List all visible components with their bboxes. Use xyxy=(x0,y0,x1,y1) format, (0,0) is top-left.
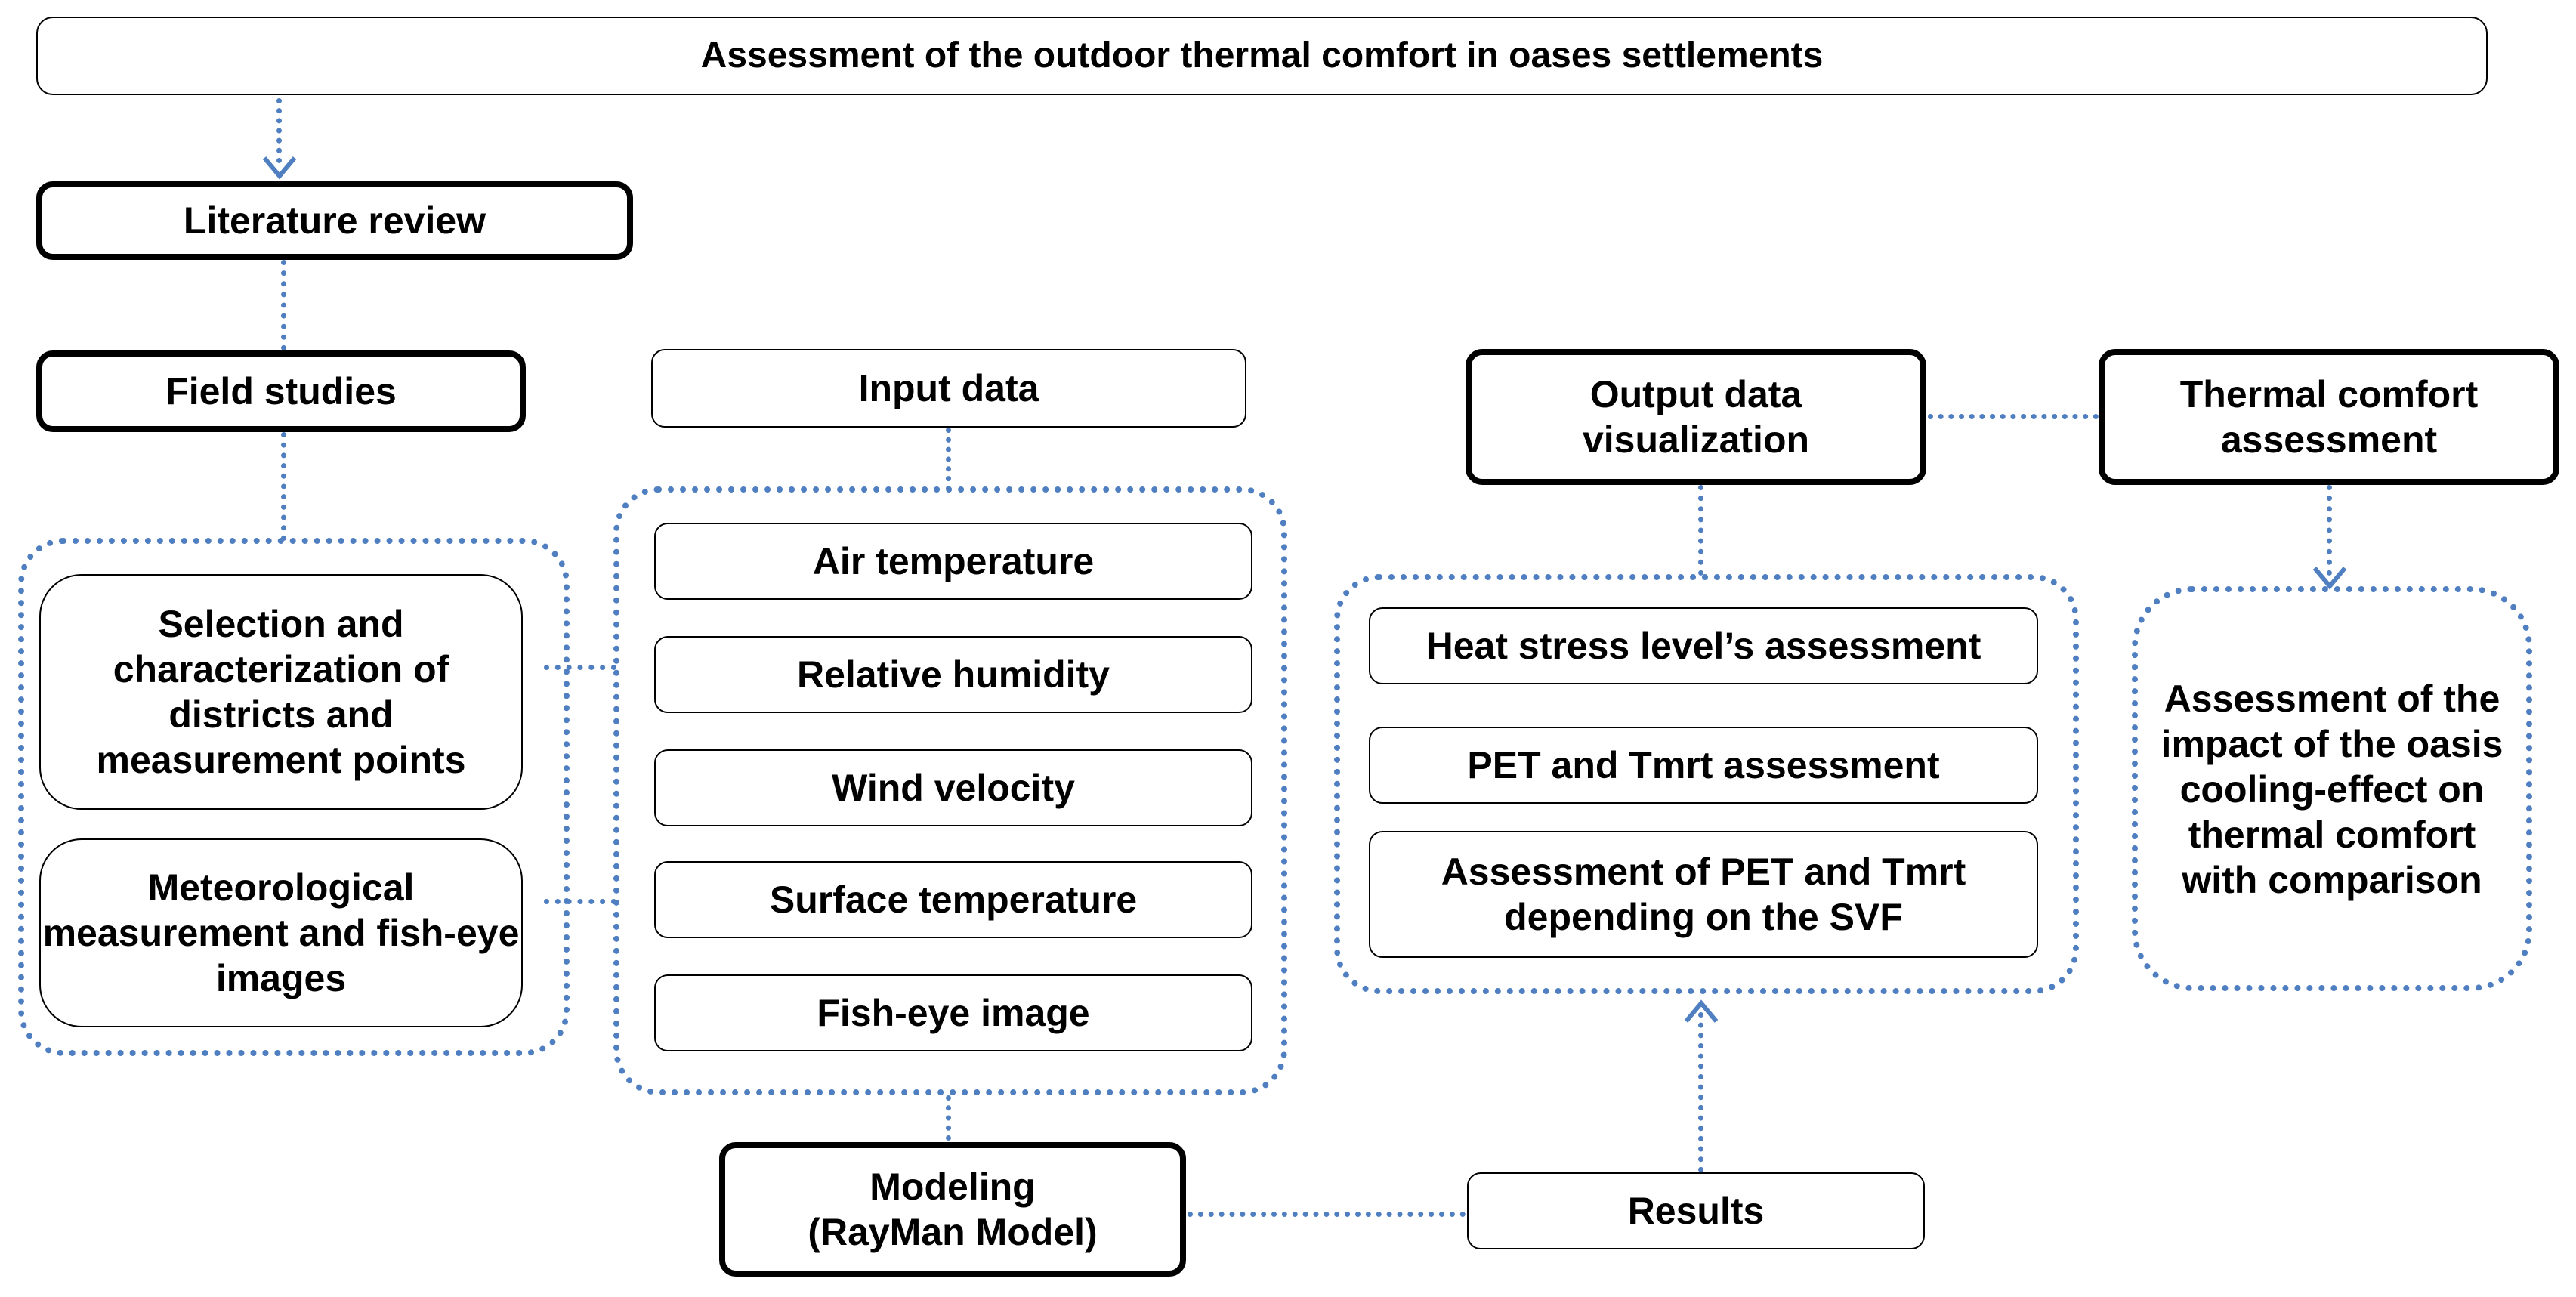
input-item-surface-temperature: Surface temperature xyxy=(654,861,1252,938)
input-item-air-temperature-label: Air temperature xyxy=(812,540,1095,582)
connector-results-output xyxy=(1698,1012,1703,1172)
input-data-box: Input data xyxy=(651,349,1246,428)
input-item-fish-eye-image: Fish-eye image xyxy=(654,974,1252,1051)
input-item-surface-temperature-label: Surface temperature xyxy=(769,879,1138,921)
field-studies-group xyxy=(18,538,570,1056)
output-item-pet-svf: Assessment of PET and Tmrt depending on … xyxy=(1369,831,2038,958)
output-item-pet-tmrt-label: PET and Tmrt assessment xyxy=(1467,744,1940,786)
impact-assessment-label: Assessment of the impact of the oasis co… xyxy=(2161,678,2503,901)
field-item-selection: Selection and characterization of distri… xyxy=(39,574,523,810)
output-item-heat-stress: Heat stress level’s assessment xyxy=(1369,607,2038,684)
modeling-box: Modeling (RayMan Model) xyxy=(719,1142,1186,1277)
input-item-wind-velocity-label: Wind velocity xyxy=(832,767,1075,809)
input-item-fish-eye-image-label: Fish-eye image xyxy=(817,992,1090,1034)
output-data-group xyxy=(1334,574,2079,994)
field-studies-label: Field studies xyxy=(165,370,397,412)
connector-title-literature xyxy=(276,98,282,163)
input-item-air-temperature: Air temperature xyxy=(654,523,1252,600)
results-box: Results xyxy=(1467,1172,1925,1249)
input-data-label: Input data xyxy=(858,367,1039,409)
input-item-relative-humidity-label: Relative humidity xyxy=(797,653,1110,696)
output-visualization-box: Output data visualization xyxy=(1466,349,1926,485)
thermal-comfort-label: Thermal comfort assessment xyxy=(2179,373,2479,461)
field-item-meteorological: Meteorological measurement and fish-eye … xyxy=(39,838,523,1027)
input-data-group xyxy=(613,486,1287,1095)
impact-assessment-group xyxy=(2132,586,2532,991)
arrowhead-literature xyxy=(262,156,297,180)
connector-input-group xyxy=(946,428,951,491)
connector-selection-input xyxy=(544,665,616,670)
diagram-title-box: Assessment of the outdoor thermal comfor… xyxy=(36,17,2488,95)
connector-modeling-results xyxy=(1188,1212,1466,1217)
output-item-pet-svf-label: Assessment of PET and Tmrt depending on … xyxy=(1441,851,1966,938)
modeling-sublabel: (RayMan Model) xyxy=(808,1211,1098,1253)
connector-field-group xyxy=(281,432,286,541)
thermal-comfort-box: Thermal comfort assessment xyxy=(2099,349,2559,485)
field-item-meteorological-label: Meteorological measurement and fish-eye … xyxy=(42,866,520,999)
input-item-relative-humidity: Relative humidity xyxy=(654,636,1252,713)
output-item-heat-stress-label: Heat stress level’s assessment xyxy=(1425,625,1981,667)
arrowhead-output-group xyxy=(1684,999,1719,1023)
output-item-pet-tmrt: PET and Tmrt assessment xyxy=(1369,727,2038,804)
results-label: Results xyxy=(1627,1190,1765,1232)
impact-assessment-box: Assessment of the impact of the oasis co… xyxy=(2153,604,2511,974)
modeling-label: Modeling xyxy=(869,1166,1036,1208)
field-studies-box: Field studies xyxy=(36,350,526,432)
connector-output-group xyxy=(1698,485,1703,576)
connector-literature-field xyxy=(281,260,286,350)
literature-review-label: Literature review xyxy=(183,199,486,242)
connector-output-thermal xyxy=(1928,414,2099,419)
connector-input-modeling xyxy=(946,1095,951,1141)
input-item-wind-velocity: Wind velocity xyxy=(654,749,1252,826)
field-item-selection-label: Selection and characterization of distri… xyxy=(96,603,466,781)
connector-thermal-impact xyxy=(2327,485,2332,576)
connector-meteorological-input xyxy=(544,899,616,904)
literature-review-box: Literature review xyxy=(36,181,633,260)
diagram-title: Assessment of the outdoor thermal comfor… xyxy=(700,36,1824,76)
output-visualization-label: Output data visualization xyxy=(1582,373,1810,461)
